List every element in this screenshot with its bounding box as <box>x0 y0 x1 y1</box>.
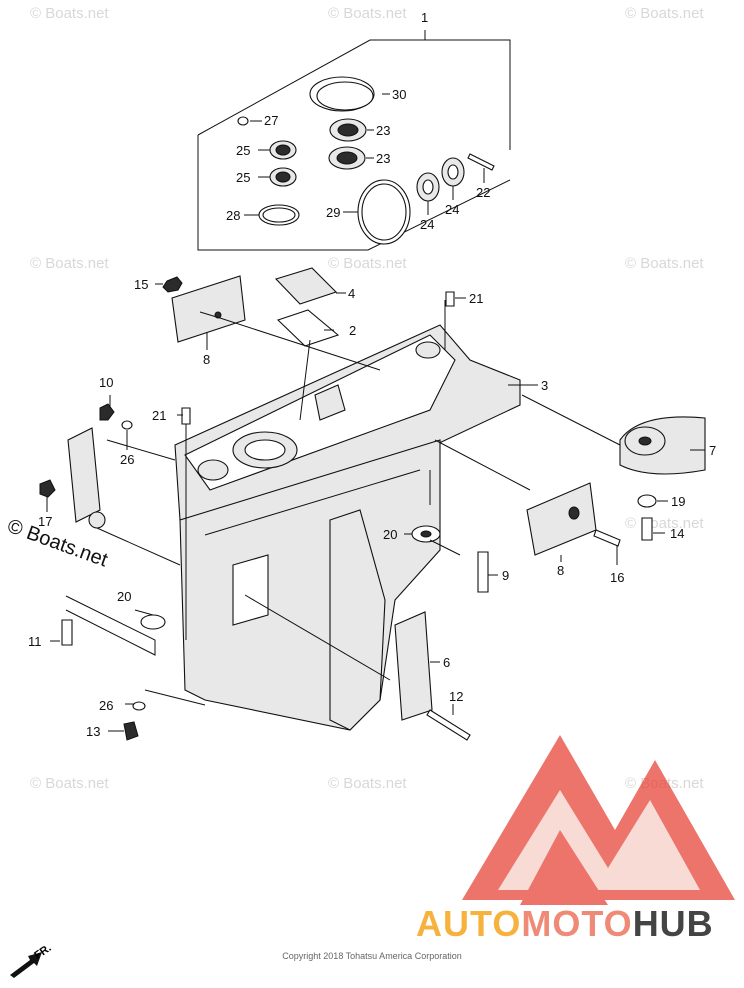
part-label: 13 <box>86 724 100 739</box>
seal-kit-bracket <box>197 30 511 251</box>
part-label: 7 <box>709 443 716 458</box>
washer-26b <box>132 701 146 711</box>
watermark: © Boats.net <box>30 775 109 792</box>
part-labels: 1 30 27 23 23 25 25 28 29 24 24 22 15 4 … <box>28 10 716 739</box>
watermark: © Boats.net <box>625 5 704 22</box>
block-8a <box>171 275 246 343</box>
part-label: 21 <box>152 408 166 423</box>
part-label: 25 <box>236 143 250 158</box>
part-label: 6 <box>443 655 450 670</box>
watermark: © Boats.net <box>30 255 109 272</box>
plate-2 <box>276 309 340 347</box>
part-label: 20 <box>383 527 397 542</box>
brand-part-1: AUTO <box>416 903 522 944</box>
pin-22 <box>467 153 495 171</box>
cover-4 <box>274 267 338 305</box>
pin-21a <box>445 291 455 307</box>
block-8b <box>526 482 597 556</box>
kit-parts <box>237 76 495 245</box>
part-label: 19 <box>671 494 685 509</box>
watermark: © Boats.net <box>625 515 704 532</box>
washer-19 <box>637 494 657 508</box>
watermark: © Boats.net <box>328 255 407 272</box>
watermark: © Boats.net <box>328 5 407 22</box>
washer-26a <box>121 420 133 430</box>
part-label: 9 <box>502 568 509 583</box>
part-label: 14 <box>670 526 684 541</box>
part-label: 26 <box>99 698 113 713</box>
grille-left <box>67 427 101 523</box>
watermark: © Boats.net <box>625 255 704 272</box>
watermark: © Boats.net <box>30 5 109 22</box>
part-label: 17 <box>38 514 52 529</box>
part-label: 24 <box>445 202 459 217</box>
pin-21b <box>181 407 191 425</box>
brand-part-3: HUB <box>632 903 714 944</box>
nut-15 <box>162 276 183 293</box>
part-label: 21 <box>469 291 483 306</box>
bolt-10 <box>99 403 115 421</box>
nut-17 <box>39 479 56 498</box>
part-label: 8 <box>557 563 564 578</box>
part-label: 1 <box>421 10 428 25</box>
copyright-text: Copyright 2018 Tohatsu America Corporati… <box>282 951 462 961</box>
part-label: 22 <box>476 185 490 200</box>
part-label: 20 <box>117 589 131 604</box>
o-ring-27 <box>237 116 249 126</box>
bolt-16 <box>593 529 621 547</box>
part-label: 16 <box>610 570 624 585</box>
bolt-14 <box>641 517 653 541</box>
part-label: 29 <box>326 205 340 220</box>
front-direction-arrow-icon <box>10 952 42 978</box>
part-label: 23 <box>376 151 390 166</box>
grille-6 <box>394 611 433 721</box>
part-label: 4 <box>348 286 355 301</box>
bolt-9 <box>477 551 489 593</box>
part-label: 24 <box>420 217 434 232</box>
gear-case-body <box>174 324 521 731</box>
part-label: 23 <box>376 123 390 138</box>
right-parts <box>411 416 706 593</box>
part-label: 8 <box>203 352 210 367</box>
left-parts <box>39 403 471 741</box>
part-label: 12 <box>449 689 463 704</box>
part-label: 27 <box>264 113 278 128</box>
part-label: 15 <box>134 277 148 292</box>
bolt-11 <box>61 619 73 646</box>
part-label: 25 <box>236 170 250 185</box>
bolt-13 <box>123 721 139 741</box>
brand-logo-mark <box>462 735 735 905</box>
part-label: 10 <box>99 375 113 390</box>
part-label: 11 <box>28 634 42 649</box>
part-label: 26 <box>120 452 134 467</box>
part-label: 3 <box>541 378 548 393</box>
part-label: 28 <box>226 208 240 223</box>
watermark: © Boats.net <box>328 775 407 792</box>
screw-12 <box>426 709 471 741</box>
brand-wordmark: AUTOMOTOHUB <box>416 903 714 945</box>
part-label: 2 <box>349 323 356 338</box>
brand-part-2: MOTO <box>521 903 633 944</box>
leader-lines <box>46 93 705 732</box>
part-label: 30 <box>392 87 406 102</box>
upper-parts <box>162 267 455 425</box>
washer-20b <box>140 614 166 630</box>
